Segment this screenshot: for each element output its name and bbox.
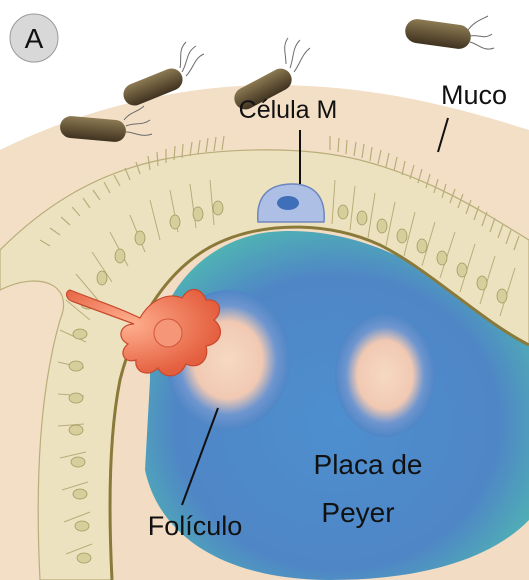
panel-letter-badge: A <box>10 14 58 62</box>
mucus-label: Muco <box>441 80 507 110</box>
follicle-right <box>335 313 435 437</box>
panel-letter: A <box>25 23 44 54</box>
peyer-label-line2: Peyer <box>321 497 394 528</box>
m-cell-label: Célula M <box>239 96 338 124</box>
follicle-label: Folículo <box>148 511 243 541</box>
peyer-label-line1: Placa de <box>314 449 423 480</box>
